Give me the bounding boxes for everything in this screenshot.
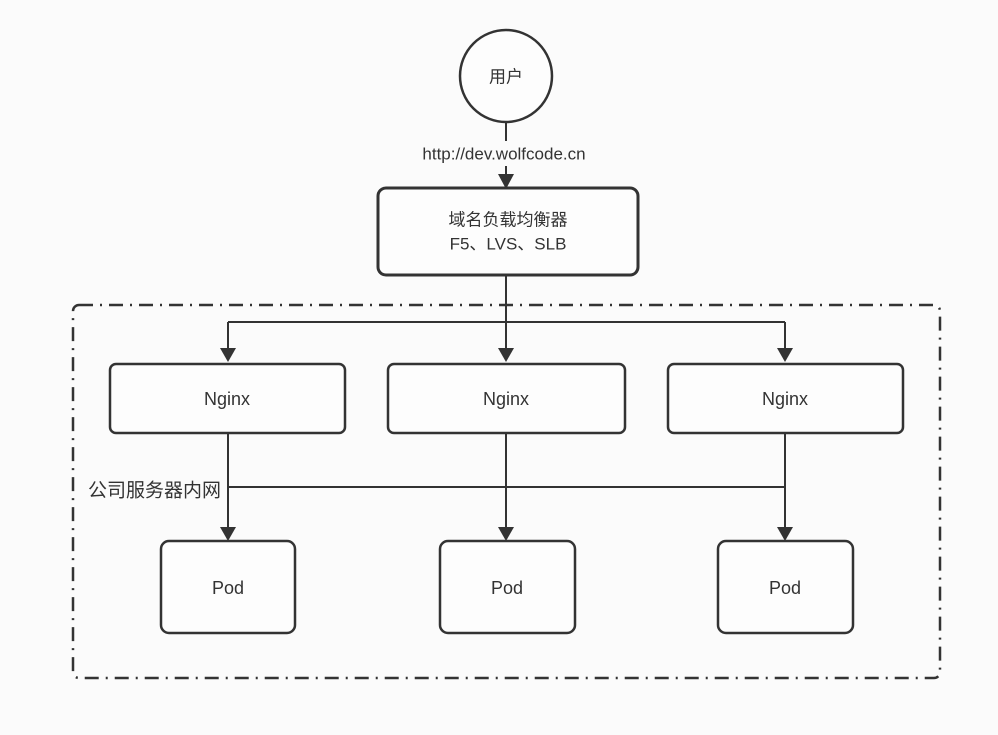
nginx-node-3: Nginx (666, 362, 905, 435)
pod-label: Pod (212, 578, 244, 598)
arrowhead-down-icon (777, 348, 793, 362)
arrowhead-down-icon (777, 527, 793, 541)
nginx-box (108, 362, 347, 435)
request-url-text: http://dev.wolfcode.cn (422, 145, 585, 164)
intranet-boundary (71, 303, 942, 680)
nginx-box (386, 362, 627, 435)
nginx-node-2: Nginx (386, 362, 627, 435)
load-balancer-title: 域名负载均衡器 (449, 211, 568, 230)
pod-label: Pod (769, 578, 801, 598)
user-circle (458, 28, 554, 124)
user-node: 用户 (458, 28, 554, 124)
nginx-label: Nginx (762, 389, 808, 409)
arrowhead-down-icon (498, 174, 514, 189)
edge-nginx-to-pod (220, 433, 793, 541)
arrowhead-down-icon (220, 348, 236, 362)
pod-node-1: Pod (159, 539, 297, 635)
nginx-box (666, 362, 905, 435)
pod-node-2: Pod (438, 539, 577, 635)
nginx-label: Nginx (204, 389, 250, 409)
edge-label-background (404, 141, 604, 166)
pod-label: Pod (491, 578, 523, 598)
pod-box (438, 539, 577, 635)
arrowhead-down-icon (220, 527, 236, 541)
nginx-label: Nginx (483, 389, 529, 409)
intranet-label: 公司服务器内网 (88, 480, 221, 502)
load-balancer-subtitle: F5、LVS、SLB (450, 235, 567, 254)
load-balancer-box (376, 186, 640, 277)
nginx-node-1: Nginx (108, 362, 347, 435)
pod-box (716, 539, 855, 635)
load-balancer-node: 域名负载均衡器 F5、LVS、SLB (376, 186, 640, 277)
arrowhead-down-icon (498, 527, 514, 541)
edge-load-balancer-to-nginx (220, 275, 793, 362)
arrowhead-down-icon (498, 348, 514, 362)
pod-node-3: Pod (716, 539, 855, 635)
pod-box (159, 539, 297, 635)
user-label: 用户 (489, 68, 523, 87)
request-url-label: http://dev.wolfcode.cn (404, 141, 604, 166)
